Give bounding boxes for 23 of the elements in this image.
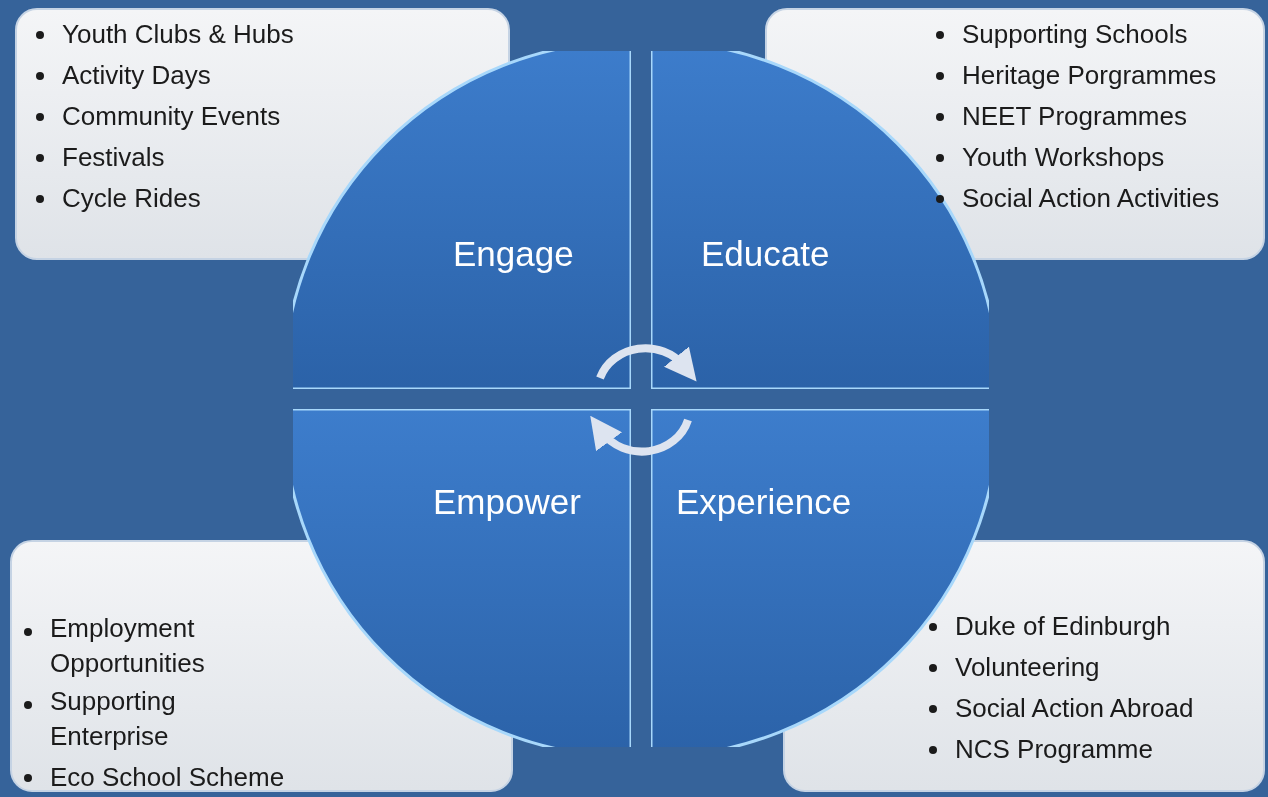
bullet-item: Community Events — [32, 96, 294, 137]
cycle-arrow — [589, 416, 692, 456]
bullet-item: Heritage Porgrammes — [932, 55, 1220, 96]
quadrant-title: Engage — [453, 234, 574, 274]
bullet-item: NCS Programme — [925, 729, 1194, 770]
bullet-item: Festivals — [32, 137, 294, 178]
bullet-item: Social Action Activities — [932, 178, 1220, 219]
bullet-item: Youth Clubs & Hubs — [32, 14, 294, 55]
bullet-item: Cycle Rides — [32, 178, 294, 219]
bullet-item: NEET Programmes — [932, 96, 1220, 137]
bullet-item: Supporting Schools — [932, 14, 1220, 55]
bullet-item: Employment Opportunities — [20, 611, 300, 681]
bullet-item: Eco School Scheme — [20, 757, 300, 797]
bullet-item: Social Action Abroad — [925, 688, 1194, 729]
quadrant-title: Empower — [433, 482, 581, 522]
bullet-item: Supporting Enterprise — [20, 684, 300, 754]
bullet-item: Youth Workshops — [932, 137, 1220, 178]
quadrant-title: Experience — [676, 482, 852, 522]
bullet-item: Duke of Edinburgh — [925, 606, 1194, 647]
bullet-item: Volunteering — [925, 647, 1194, 688]
cycle-arrow — [596, 344, 698, 381]
quadrant-title: Educate — [701, 234, 830, 274]
bullet-item: Activity Days — [32, 55, 294, 96]
